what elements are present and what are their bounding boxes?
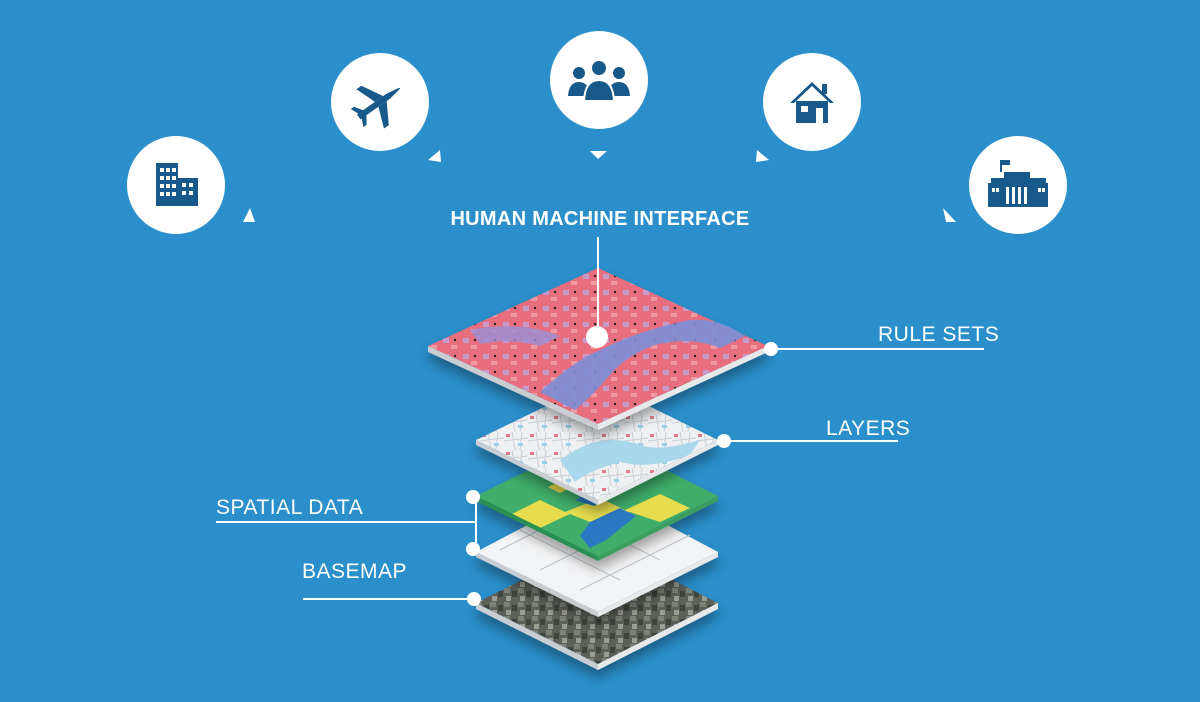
layers-dot	[717, 434, 731, 448]
diagram-title: HUMAN MACHINE INTERFACE	[450, 208, 750, 230]
layers-label: LAYERS	[826, 417, 911, 440]
airplane-icon	[350, 85, 401, 129]
spatial-data-label: SPATIAL DATA	[216, 496, 364, 519]
pointer-arrows	[243, 150, 956, 222]
icon-circle-airplane	[331, 53, 429, 151]
government-building-icon	[988, 160, 1048, 207]
rule-sets-dot	[764, 342, 778, 356]
people-icon	[568, 59, 630, 102]
icon-circle-government	[969, 136, 1067, 234]
icon-circle-house	[763, 53, 861, 151]
pointer-arrow	[590, 151, 607, 159]
pointer-arrow	[428, 150, 441, 162]
connector-dots	[466, 326, 778, 606]
icon-circle-building	[127, 136, 225, 234]
basemap-dot	[467, 592, 481, 606]
spatial-data-dot-bottom	[466, 542, 480, 556]
building-icon	[156, 163, 198, 206]
pointer-arrow	[943, 208, 956, 222]
pointer-arrow	[756, 150, 769, 162]
pointer-arrow	[243, 208, 255, 222]
basemap-label: BASEMAP	[302, 560, 408, 583]
house-icon	[790, 82, 834, 123]
layers-layer	[476, 381, 718, 505]
icon-circle-people	[550, 31, 648, 129]
connectors	[216, 237, 984, 600]
hmi-dot	[586, 326, 608, 348]
spatial-data-dot-top	[466, 490, 480, 504]
rule-sets-label: RULE SETS	[878, 323, 1000, 346]
